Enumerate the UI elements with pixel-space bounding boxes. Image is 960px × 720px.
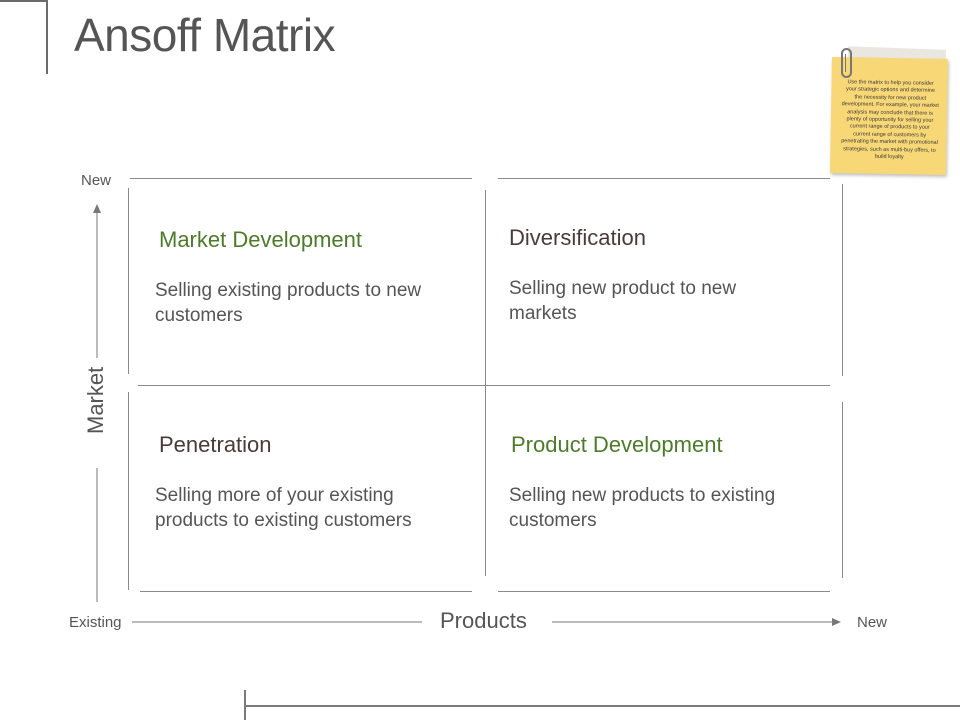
paperclip-inner-icon [845,54,849,72]
grid-line-middle [138,385,830,386]
footer-decoration-tick [244,690,246,720]
grid-line-top-left [130,178,472,179]
y-axis-top-label: New [81,172,112,189]
footer-decoration-line [246,705,960,707]
grid-line-top-right [498,178,830,179]
grid-line-right-upper [842,184,843,376]
quadrant-description-diversification: Selling new product to new markets [509,278,737,324]
y-axis-arrow [93,204,101,602]
corner-decoration-left [46,0,48,74]
page-title: Ansoff Matrix [74,9,336,61]
grid-line-right-lower [842,402,843,578]
grid-line-left-lower [128,392,129,590]
quadrant-description-product-development: Selling new products to existing custome… [509,485,776,531]
quadrant-title-market-development: Market Development [159,227,362,252]
x-axis-right-label: New [857,614,888,631]
quadrant-title-penetration: Penetration [159,432,272,457]
quadrant-description-market-development: Selling existing products to new custome… [155,280,422,326]
paperclip-icon [841,48,852,78]
x-axis-arrow [132,618,841,626]
y-axis-arrowhead-icon [93,204,101,213]
grid-line-bottom-left [140,591,472,592]
x-axis-left-label: Existing [69,614,122,631]
corner-decoration-top [0,0,47,2]
grid-line-bottom-right [498,591,830,592]
quadrant-description-penetration: Selling more of your existing products t… [155,485,412,531]
sticky-note-text: Use the matrix to help you consider your… [841,79,939,161]
grid-line-left-upper [128,188,129,374]
y-axis-label: Market [83,366,108,434]
x-axis-label: Products [440,608,527,633]
x-axis-arrowhead-icon [832,618,841,626]
quadrant-title-diversification: Diversification [509,225,646,250]
grid-line-center [485,190,486,576]
quadrant-title-product-development: Product Development [511,432,723,457]
